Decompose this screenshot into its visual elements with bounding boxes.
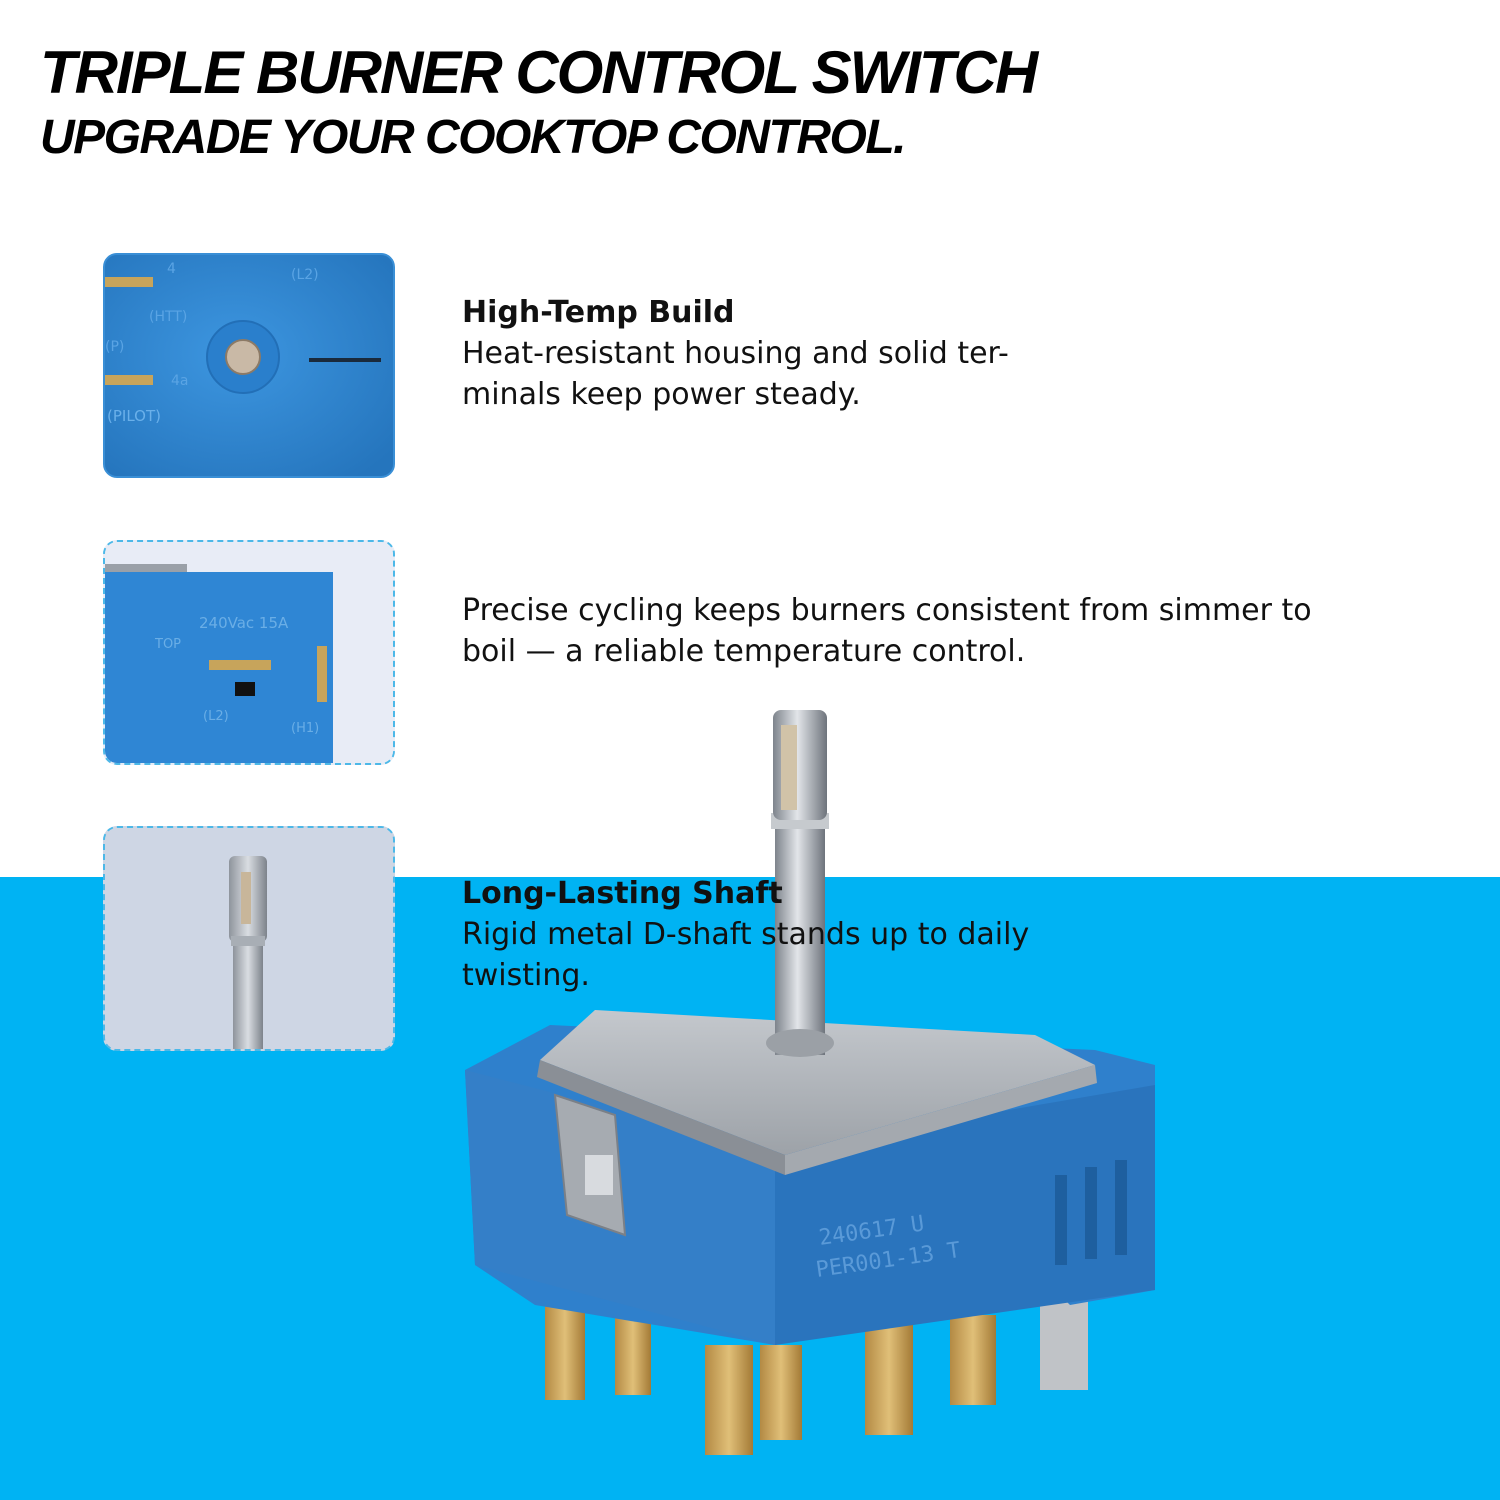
feature-desc-line: boil — a reliable temperature control. bbox=[462, 634, 1026, 669]
rating-label: 240Vac 15A bbox=[199, 614, 289, 632]
control-switch-illustration: 240617 U PER001-13 T bbox=[465, 710, 1155, 1455]
feature-title: High-Temp Build bbox=[462, 295, 735, 330]
page-subtitle: UPGRADE YOUR COOKTOP CONTROL. bbox=[40, 111, 907, 164]
feature-desc-line: minals keep power steady. bbox=[462, 377, 861, 412]
feature-desc-line: Heat-resistant housing and solid ter- bbox=[462, 336, 1009, 371]
feature-cycling: Precise cycling keeps burners consistent… bbox=[462, 590, 1362, 672]
feature-high-temp: High-Temp Build Heat-resistant housing a… bbox=[462, 292, 1042, 415]
thumbnail-rating: 240Vac 15A TOP (L2) (H1) bbox=[103, 540, 395, 765]
feature-shaft: Long-Lasting Shaft Rigid metal D-shaft s… bbox=[462, 873, 1062, 996]
thumbnail-terminals: 4 (L2) (HTT) (P) 4a (PILOT) bbox=[103, 253, 395, 478]
feature-desc-line: Rigid metal D-shaft stands up to daily bbox=[462, 917, 1030, 952]
page-title: TRIPLE BURNER CONTROL SWITCH bbox=[40, 39, 1038, 106]
terminal-label-l2-2: (L2) bbox=[203, 709, 229, 724]
feature-desc-line: Precise cycling keeps burners consistent… bbox=[462, 593, 1312, 628]
terminal-label-4a: 4a bbox=[171, 373, 189, 389]
product-switch-image: 240617 U PER001-13 T bbox=[455, 705, 1175, 1455]
feature-desc-line: twisting. bbox=[462, 958, 590, 993]
terminal-label-h1: (H1) bbox=[291, 721, 319, 736]
terminal-label-p: (P) bbox=[105, 339, 124, 355]
terminal-label-top: TOP bbox=[154, 637, 181, 652]
terminal-label-pilot: (PILOT) bbox=[107, 407, 161, 425]
terminal-label-htt: (HTT) bbox=[149, 309, 187, 325]
terminal-label-4: 4 bbox=[167, 261, 176, 277]
terminals-closeup-image: 4 (L2) (HTT) (P) 4a (PILOT) bbox=[105, 255, 393, 476]
shaft-closeup-image bbox=[105, 828, 393, 1049]
thumbnail-shaft bbox=[103, 826, 395, 1051]
feature-title: Long-Lasting Shaft bbox=[462, 876, 783, 911]
terminal-label-l2: (L2) bbox=[291, 267, 319, 283]
rating-closeup-image: 240Vac 15A TOP (L2) (H1) bbox=[105, 542, 393, 763]
